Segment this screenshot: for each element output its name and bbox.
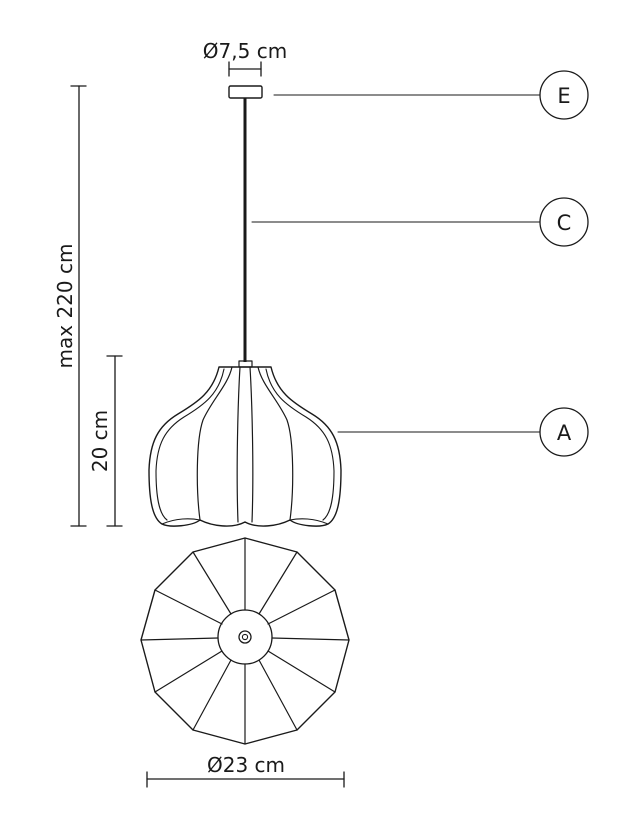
callout-e: E	[539, 70, 589, 120]
canopy-diameter-dimension: Ø7,5 cm	[203, 39, 287, 77]
callout-e-label: E	[557, 84, 570, 108]
shade-side-view	[148, 360, 342, 527]
shade-diameter-dimension: Ø23 cm	[146, 753, 345, 788]
callout-c-label: C	[557, 211, 572, 235]
shade-height-dimension: 20 cm	[88, 355, 123, 527]
callout-c: C	[539, 197, 589, 247]
max-height-dimension: max 220 cm	[53, 85, 87, 527]
shade-height-label: 20 cm	[88, 410, 112, 472]
callout-a: A	[539, 407, 589, 457]
max-height-label: max 220 cm	[53, 244, 77, 369]
shade-bottom-view	[140, 537, 350, 745]
shade-diameter-label: Ø23 cm	[207, 753, 285, 777]
canopy	[228, 85, 263, 99]
canopy-diameter-label: Ø7,5 cm	[203, 39, 287, 63]
callout-a-label: A	[557, 421, 572, 445]
